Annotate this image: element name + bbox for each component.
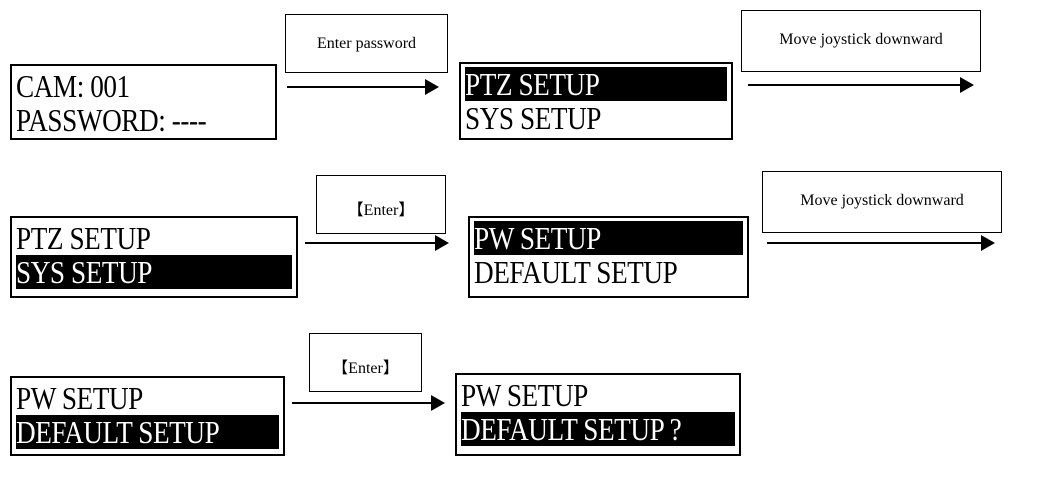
step-label-move-down: Move joystick downward bbox=[741, 10, 981, 72]
lcd-line-default-setup-selected: DEFAULT SETUP bbox=[16, 414, 220, 450]
lcd-line-sys-setup-selected: SYS SETUP bbox=[16, 254, 152, 290]
lcd-line-password: PASSWORD: ---- bbox=[16, 102, 207, 138]
step-label-move-down: Move joystick downward bbox=[762, 171, 1002, 233]
lcd-line-cam: CAM: 001 bbox=[16, 68, 130, 104]
step-label-text: Move joystick downward bbox=[800, 192, 964, 209]
step-label-enter-password: Enter password bbox=[285, 14, 448, 73]
lcd-screen-default-confirm: PW SETUP DEFAULT SETUP ? bbox=[455, 373, 741, 456]
flow-arrow bbox=[292, 395, 445, 411]
lcd-line-pw-setup: PW SETUP bbox=[461, 377, 588, 413]
lcd-line-ptz-setup: PTZ SETUP bbox=[16, 220, 151, 256]
step-label-text: 【Enter】 bbox=[347, 202, 415, 219]
lcd-line-default-setup: DEFAULT SETUP bbox=[474, 254, 678, 290]
lcd-screen-main-menu: PTZ SETUP SYS SETUP bbox=[459, 62, 733, 140]
lcd-screen-sys-menu: PW SETUP DEFAULT SETUP bbox=[468, 216, 749, 298]
step-label-text: Enter password bbox=[316, 34, 417, 52]
lcd-line-pw-setup: PW SETUP bbox=[16, 380, 143, 416]
lcd-line-default-setup-confirm-selected: DEFAULT SETUP ? bbox=[461, 411, 682, 447]
flow-arrow bbox=[287, 79, 439, 95]
lcd-screen-login: CAM: 001 PASSWORD: ---- bbox=[10, 64, 277, 140]
flow-arrow bbox=[748, 77, 974, 93]
step-label-enter: 【Enter】 bbox=[309, 333, 422, 392]
flow-arrow bbox=[305, 235, 449, 251]
step-label-text: 【Enter】 bbox=[332, 360, 399, 377]
lcd-screen-main-menu-sys: PTZ SETUP SYS SETUP bbox=[10, 216, 298, 298]
flow-arrow bbox=[767, 235, 995, 251]
step-label-enter: 【Enter】 bbox=[316, 175, 446, 234]
lcd-line-ptz-setup-selected: PTZ SETUP bbox=[465, 66, 600, 102]
lcd-screen-sys-menu-default: PW SETUP DEFAULT SETUP bbox=[10, 376, 285, 456]
step-label-text: Move joystick downward bbox=[779, 31, 943, 48]
lcd-line-sys-setup: SYS SETUP bbox=[465, 100, 601, 136]
lcd-line-pw-setup-selected: PW SETUP bbox=[474, 220, 601, 256]
